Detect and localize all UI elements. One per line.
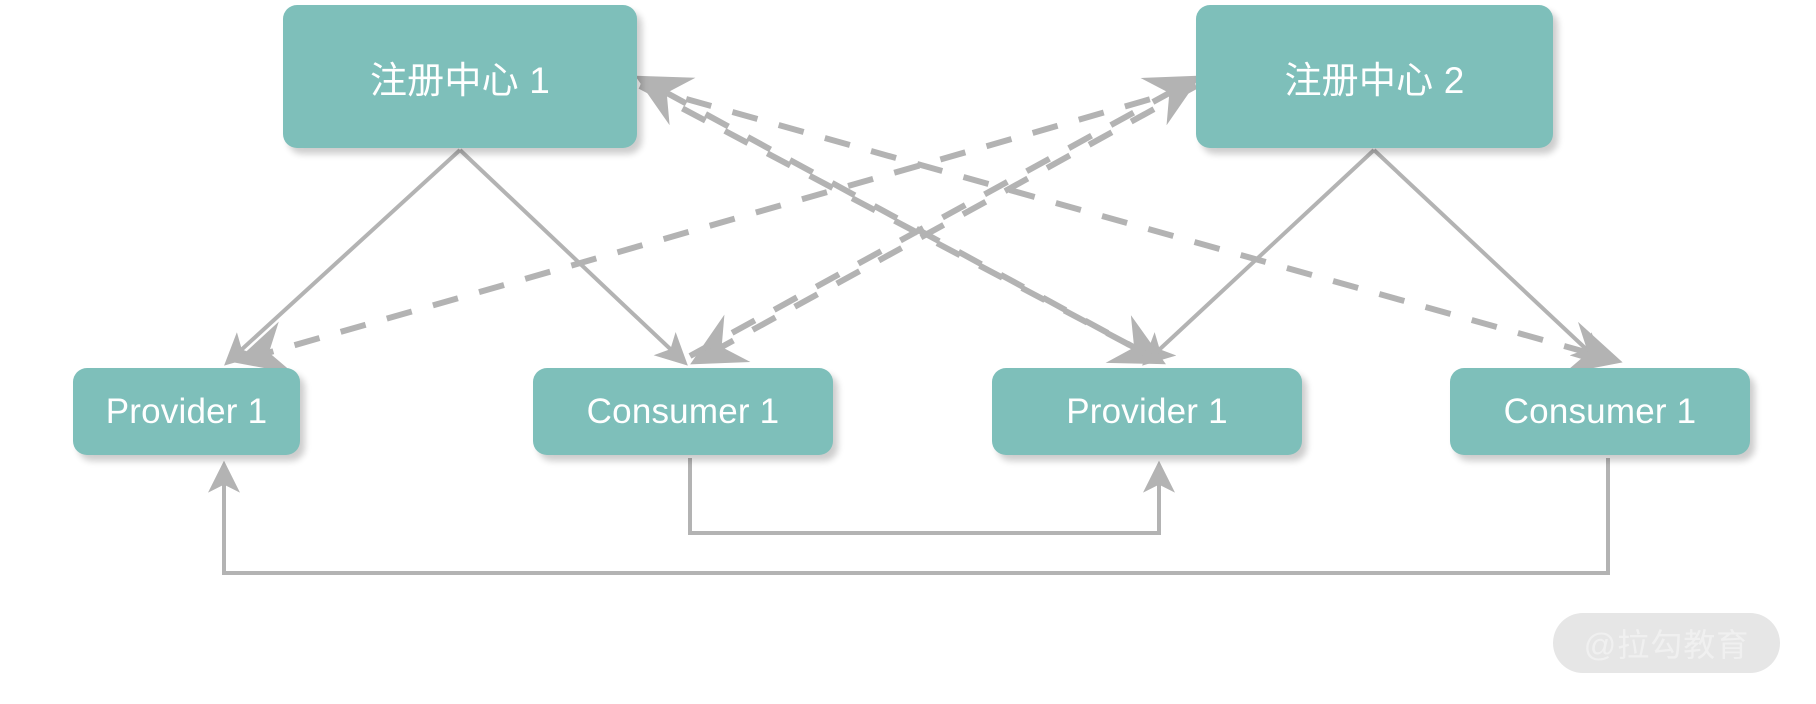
node-provider-2-label: Provider 1 (1066, 391, 1228, 431)
edge-registry2-provider1-dashed (234, 83, 1197, 374)
edge-consumer2-provider1-ortho (208, 458, 1610, 575)
node-registry-2[interactable]: 注册中心 2 (1196, 5, 1553, 148)
node-consumer-1-label: Consumer 1 (586, 391, 780, 431)
edge-registry1-consumer2-dashed (639, 83, 1623, 374)
node-registry-1[interactable]: 注册中心 1 (283, 5, 637, 148)
node-provider-2[interactable]: Provider 1 (992, 368, 1302, 455)
edge-provider2-registry1-dashed (635, 75, 1152, 359)
node-registry-2-label: 注册中心 2 (1284, 59, 1465, 101)
node-consumer-2-label: Consumer 1 (1503, 391, 1697, 431)
edge-registry1-consumer1 (458, 148, 688, 366)
node-consumer-2[interactable]: Consumer 1 (1450, 368, 1750, 455)
node-provider-1-label: Provider 1 (105, 391, 268, 431)
node-provider-1[interactable]: Provider 1 (73, 368, 300, 455)
watermark-badge: @拉勾教育 (1553, 613, 1780, 673)
watermark-text: @拉勾教育 (1583, 627, 1750, 663)
edge-registry2-provider2 (1142, 148, 1376, 366)
node-consumer-1[interactable]: Consumer 1 (533, 368, 833, 455)
edge-registry1-provider2-dashed (638, 83, 1166, 365)
node-registry-1-label: 注册中心 1 (369, 59, 551, 101)
edge-consumer1-provider2-ortho (688, 458, 1175, 535)
edge-registry2-consumer2 (1372, 148, 1604, 366)
